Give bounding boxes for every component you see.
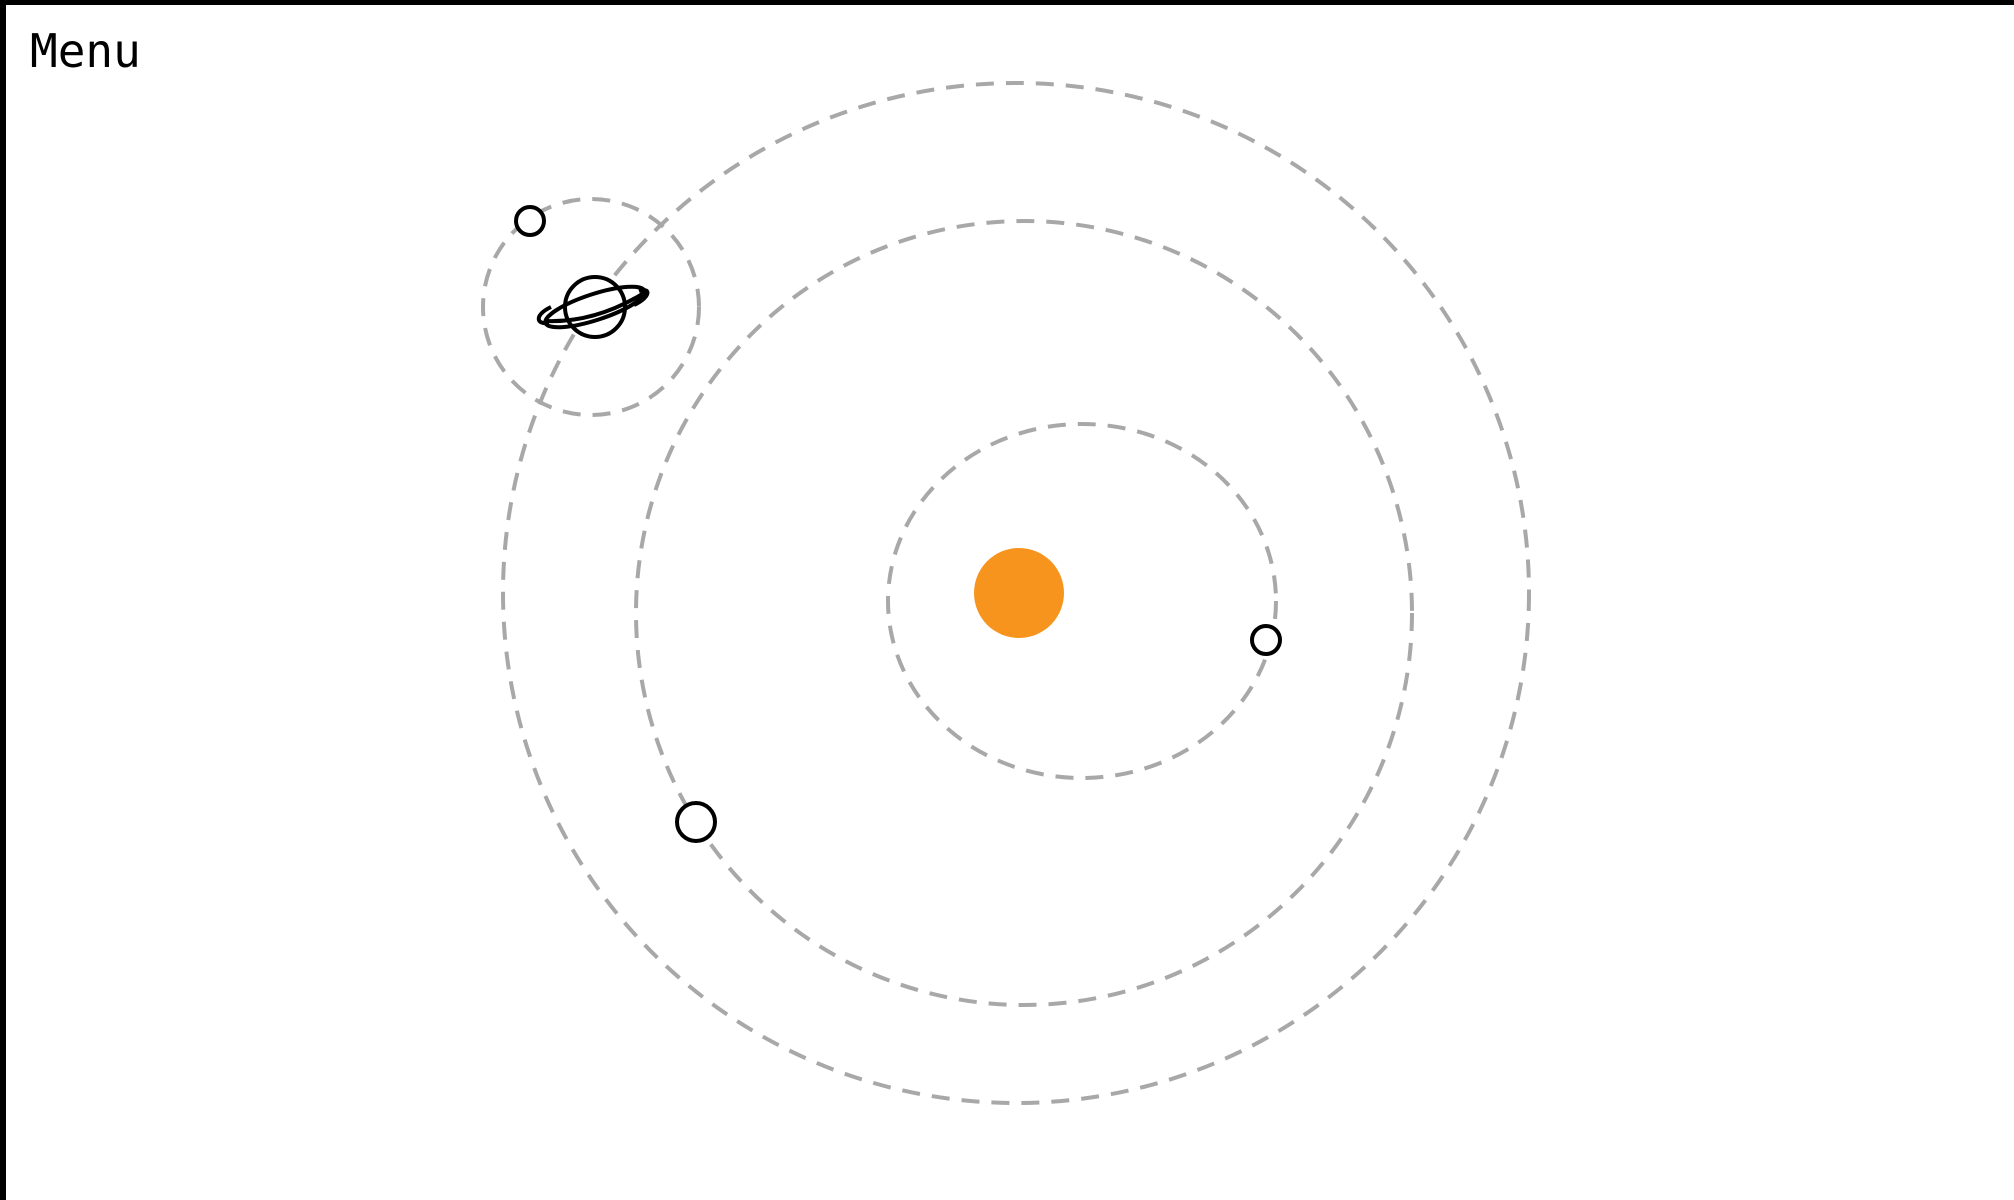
menu-button[interactable]: Menu	[30, 24, 141, 78]
outer-orbit	[501, 81, 1531, 1105]
middle-orbit	[634, 219, 1414, 1007]
solar-system-diagram	[481, 81, 1531, 1105]
ringed-planet-icon[interactable]	[536, 275, 650, 339]
inner-orbit	[886, 422, 1278, 780]
moon-orbit	[481, 197, 701, 417]
moon-icon[interactable]	[514, 205, 546, 237]
sun-icon[interactable]	[974, 548, 1064, 638]
inner-planet-icon[interactable]	[1250, 624, 1282, 656]
middle-planet-icon[interactable]	[675, 801, 717, 843]
